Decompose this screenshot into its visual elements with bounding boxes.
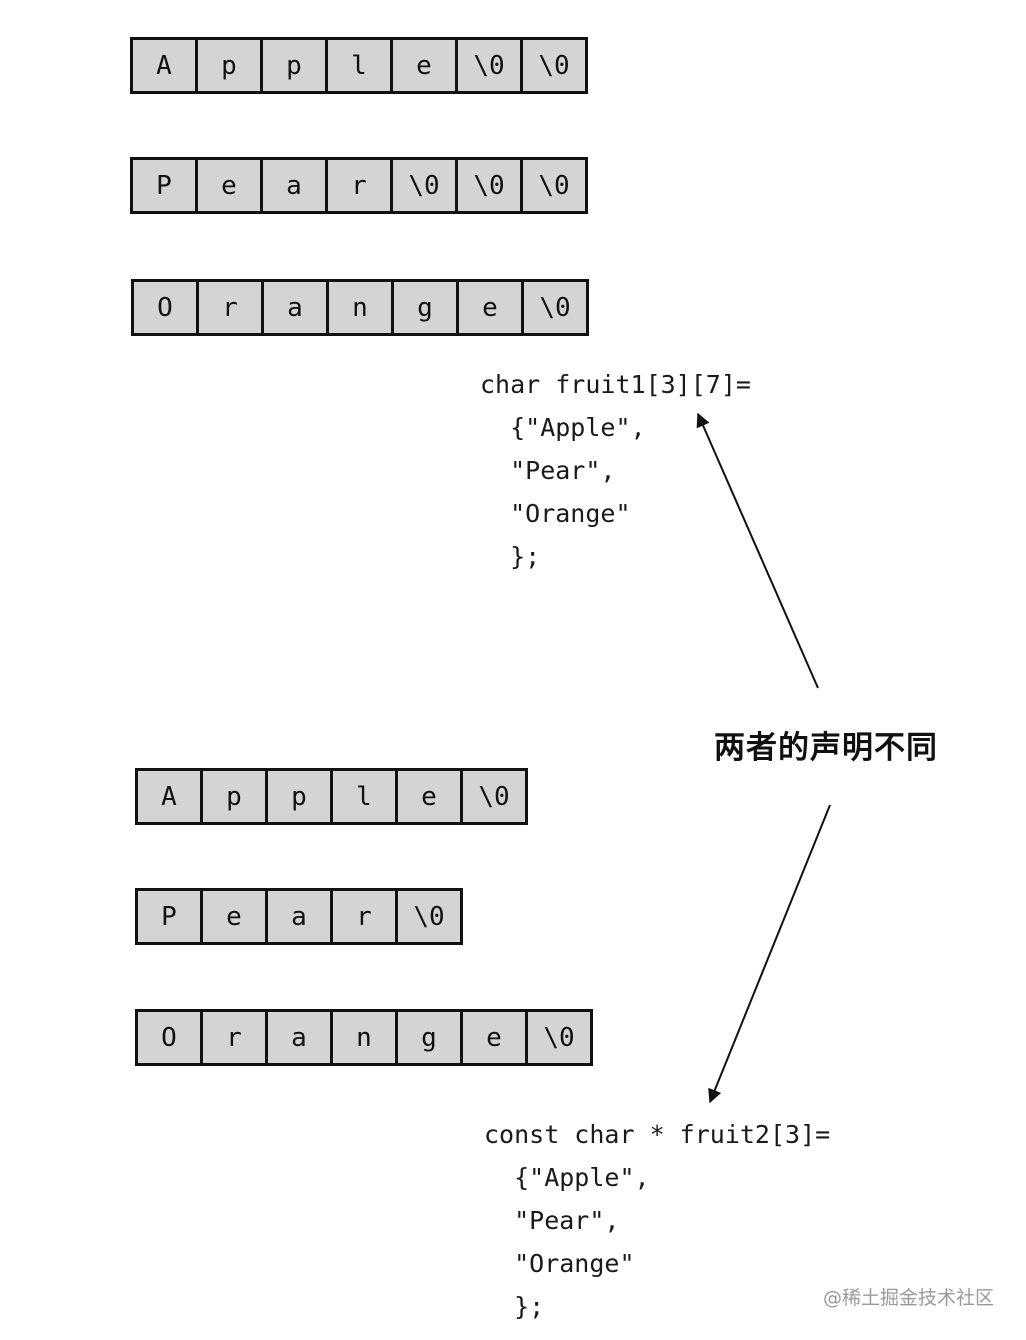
array-cell: A xyxy=(133,40,195,91)
code-line: "Pear", xyxy=(480,456,616,485)
array-cell: O xyxy=(138,1012,200,1063)
array-cell: l xyxy=(328,40,390,91)
array-cell: e xyxy=(393,40,455,91)
code-block-fruit2: const char * fruit2[3]= {"Apple", "Pear"… xyxy=(484,1113,830,1328)
array-cell: p xyxy=(263,40,325,91)
array-cell: e xyxy=(203,891,265,942)
array-cell: l xyxy=(333,771,395,822)
array-cell: \0 xyxy=(398,891,460,942)
array-cell: g xyxy=(398,1012,460,1063)
array-cell: a xyxy=(268,891,330,942)
difference-label: 两者的声明不同 xyxy=(714,730,938,766)
array-cell: p xyxy=(198,40,260,91)
code-line: }; xyxy=(480,542,541,571)
array-cell: P xyxy=(138,891,200,942)
watermark: @稀土掘金技术社区 xyxy=(822,1287,994,1309)
array-cell: a xyxy=(264,282,326,333)
array-cell: n xyxy=(333,1012,395,1063)
array-cell: \0 xyxy=(523,40,585,91)
array-cell: \0 xyxy=(524,282,586,333)
array-cell: g xyxy=(394,282,456,333)
array-cell: e xyxy=(463,1012,525,1063)
array-cell: \0 xyxy=(463,771,525,822)
code-line: char fruit1[3][7]= xyxy=(480,370,751,399)
array-cell: \0 xyxy=(458,160,520,211)
array-cell: r xyxy=(328,160,390,211)
array-cell: e xyxy=(398,771,460,822)
array-cell: \0 xyxy=(528,1012,590,1063)
array-cell: p xyxy=(268,771,330,822)
array-cell: r xyxy=(203,1012,265,1063)
array-cell: e xyxy=(459,282,521,333)
array-cell: r xyxy=(333,891,395,942)
code-line: {"Apple", xyxy=(480,413,646,442)
array-cell: P xyxy=(133,160,195,211)
code-line: const char * fruit2[3]= xyxy=(484,1120,831,1149)
array-cell: r xyxy=(199,282,261,333)
arrow-to-fruit2 xyxy=(708,804,831,1104)
code-line: "Orange" xyxy=(480,499,631,528)
array-cell: O xyxy=(134,282,196,333)
array-cell: \0 xyxy=(393,160,455,211)
code-line: "Orange" xyxy=(484,1249,635,1278)
array-cell: n xyxy=(329,282,391,333)
code-line: }; xyxy=(484,1292,545,1321)
code-line: {"Apple", xyxy=(484,1163,650,1192)
array-cell: p xyxy=(203,771,265,822)
code-block-fruit1: char fruit1[3][7]= {"Apple", "Pear", "Or… xyxy=(480,363,751,578)
arrow-to-fruit1 xyxy=(696,412,819,689)
array-cell: e xyxy=(198,160,260,211)
array-cell: \0 xyxy=(523,160,585,211)
array-cell: \0 xyxy=(458,40,520,91)
array-cell: a xyxy=(263,160,325,211)
code-line: "Pear", xyxy=(484,1206,620,1235)
array-cell: A xyxy=(138,771,200,822)
array-cell: a xyxy=(268,1012,330,1063)
